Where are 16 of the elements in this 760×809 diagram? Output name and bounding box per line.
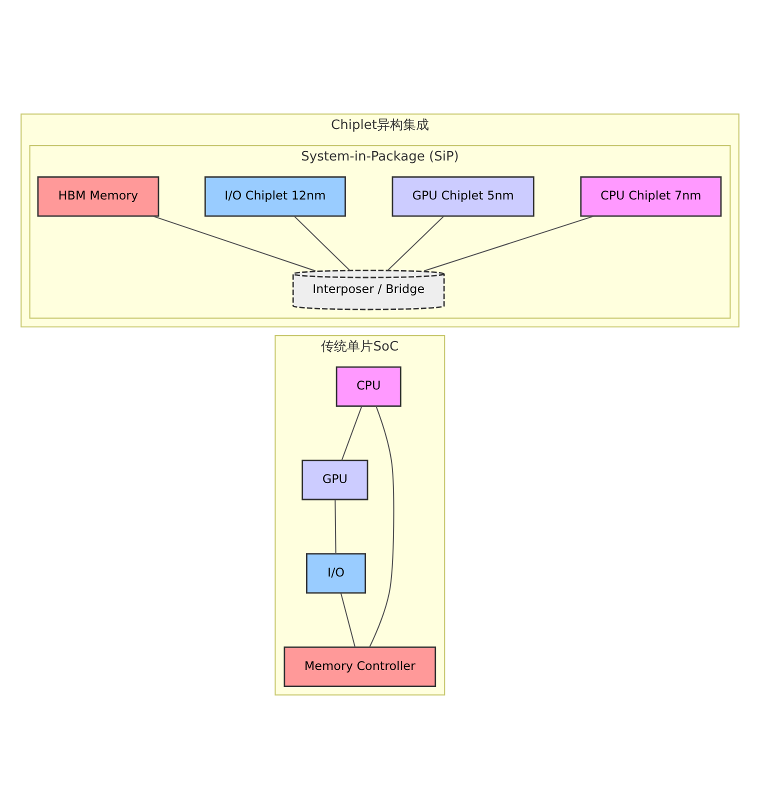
node-box: I/O <box>306 553 366 594</box>
node-box: CPU <box>336 366 402 407</box>
connector <box>153 216 316 272</box>
connector <box>340 593 356 648</box>
node-box: HBM Memory <box>37 176 160 217</box>
node-box: GPU <box>302 460 368 500</box>
connector <box>424 216 594 272</box>
connector <box>341 406 362 460</box>
connector <box>294 216 350 271</box>
connector <box>387 216 444 271</box>
node-box: CPU Chiplet 7nm <box>580 176 722 217</box>
connector <box>334 500 336 554</box>
node-box: Memory Controller <box>284 646 436 687</box>
connector <box>369 406 394 648</box>
node-box: GPU Chiplet 5nm <box>392 176 534 217</box>
node-box: I/O Chiplet 12nm <box>204 176 346 217</box>
